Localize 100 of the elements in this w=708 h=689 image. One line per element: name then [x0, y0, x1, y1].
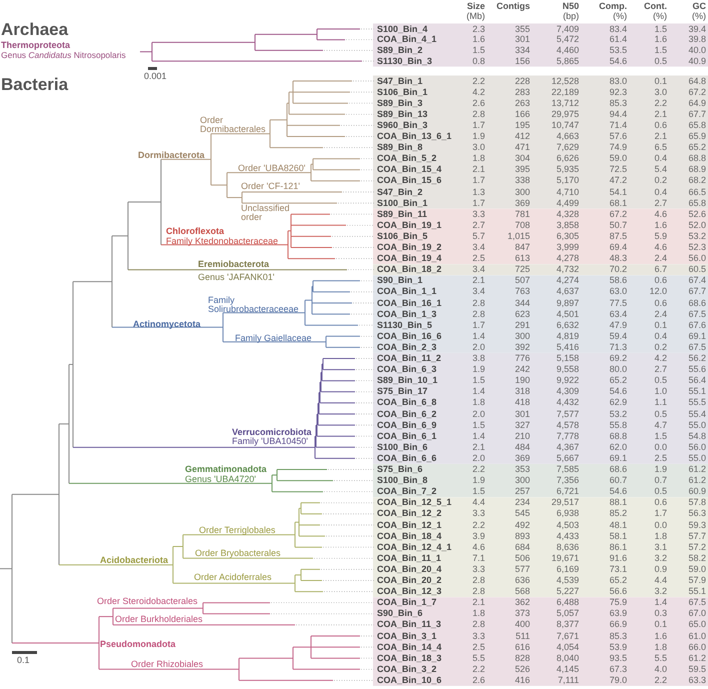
- table-value: 59.0: [687, 564, 706, 575]
- bin-name: COA_Bin_12_4_1: [377, 542, 452, 553]
- table-value: 48.3: [608, 253, 627, 264]
- taxon-label: Family Ktedonobacteraceae: [166, 237, 278, 246]
- table-value: 1.5: [653, 44, 667, 56]
- table-value: 3.3: [471, 564, 485, 575]
- table-value: 1.5: [471, 486, 485, 498]
- table-value: 0.8: [471, 56, 485, 67]
- table-value: 0.1: [653, 320, 667, 331]
- table-value: 2.8: [471, 298, 485, 308]
- table-value: 83.4: [608, 24, 627, 34]
- table-value: 5.4: [653, 164, 667, 176]
- table-value: 73.1: [608, 564, 627, 575]
- table-value: 355: [514, 24, 530, 34]
- table-value: 2.6: [471, 674, 485, 686]
- table-value: 67.3: [608, 664, 627, 675]
- clade-label: Actinomycetota: [133, 320, 201, 330]
- table-value: 55.8: [608, 420, 627, 431]
- table-value: 55.0: [687, 420, 706, 431]
- table-value: 5,057: [555, 608, 579, 620]
- table-value: 708: [514, 220, 530, 231]
- table-value: 10,747: [550, 120, 579, 131]
- taxon-label: Genus 'UBA4720': [185, 475, 256, 484]
- bin-name: COA_Bin_16_1: [377, 298, 442, 308]
- table-value: 67.2: [608, 208, 627, 220]
- table-value: 2.1: [471, 442, 485, 453]
- table-value: 67.5: [687, 342, 706, 353]
- table-value: 39.4: [687, 24, 706, 34]
- table-value: 1.9: [471, 364, 485, 376]
- table-value: 1.8: [471, 608, 485, 620]
- table-value: 2.1: [471, 164, 485, 176]
- table-value: 93.5: [608, 652, 627, 664]
- table-value: 50.7: [608, 220, 627, 231]
- table-value: 5.5: [471, 652, 485, 664]
- table-value: 4,433: [555, 530, 579, 542]
- table-value: 63.3: [687, 674, 706, 686]
- table-value: 0.2: [653, 175, 667, 186]
- table-value: 2.2: [471, 76, 485, 86]
- bin-name: COA_Bin_12_1: [377, 520, 442, 530]
- table-value: 62.0: [608, 442, 627, 453]
- table-value: 763: [514, 286, 530, 298]
- table-value: 65.8: [687, 120, 706, 131]
- table-value: 92.3: [608, 86, 627, 98]
- table-value: 338: [514, 175, 530, 186]
- bin-name: COA_Bin_5_2: [377, 153, 437, 164]
- scale-label: 0.1: [17, 656, 30, 666]
- table-value: 166: [514, 108, 530, 120]
- bin-name: COA_Bin_4_1: [377, 34, 437, 46]
- table-value: 2.5: [471, 253, 485, 264]
- table-value: 85.2: [608, 508, 627, 520]
- table-value: 4,054: [555, 642, 579, 653]
- table-value: 53.9: [608, 642, 627, 653]
- taxon-label: Order 'CF-121': [241, 182, 300, 192]
- table-value: 75.9: [608, 597, 627, 608]
- column-header: Size (Mb): [466, 1, 485, 22]
- table-value: 9,922: [555, 375, 579, 386]
- table-value: 2.7: [653, 198, 667, 209]
- bin-name: COA_Bin_18_4: [377, 530, 442, 542]
- bin-name: S90_Bin_1: [377, 275, 423, 286]
- table-value: 3.4: [471, 286, 485, 298]
- bin-name: COA_Bin_6_9: [377, 420, 437, 431]
- table-value: 506: [514, 552, 530, 564]
- bin-name: COA_Bin_3_1: [377, 630, 437, 642]
- table-value: 4.6: [653, 208, 667, 220]
- table-value: 210: [514, 430, 530, 442]
- table-value: 526: [514, 664, 530, 675]
- table-value: 52.3: [687, 242, 706, 253]
- taxon-label: Order Acidoferrales: [194, 573, 272, 582]
- table-value: 1.6: [653, 630, 667, 642]
- table-value: 3.1: [653, 542, 667, 553]
- bin-name: S75_Bin_17: [377, 386, 428, 398]
- table-value: 781: [514, 208, 530, 220]
- domain-heading: Bacteria: [1, 76, 68, 94]
- table-value: 6,626: [555, 153, 579, 164]
- table-value: 4,539: [555, 575, 579, 586]
- table-value: 395: [514, 164, 530, 176]
- table-value: 568: [514, 586, 530, 598]
- bin-name: COA_Bin_1_3: [377, 308, 437, 320]
- bin-name: S89_Bin_2: [377, 44, 423, 56]
- taxon-label: Order Burkholderiales: [115, 615, 203, 624]
- table-value: 4,309: [555, 386, 579, 398]
- table-value: 1.5: [653, 24, 667, 34]
- table-value: 8,377: [555, 619, 579, 630]
- table-value: 4,499: [555, 198, 579, 209]
- table-value: 57.8: [687, 497, 706, 508]
- table-value: 40.9: [687, 56, 706, 67]
- table-value: 71.4: [608, 120, 627, 131]
- bin-name: COA_Bin_7_2: [377, 486, 437, 498]
- bin-name: S47_Bin_2: [377, 186, 423, 198]
- table-value: 0.6: [653, 298, 667, 308]
- table-value: 5.9: [653, 230, 667, 242]
- table-value: 2.5: [471, 642, 485, 653]
- table-value: 1.8: [471, 153, 485, 164]
- table-value: 1.5: [471, 420, 485, 431]
- table-value: 2.0: [471, 408, 485, 420]
- table-value: 83.0: [608, 76, 627, 86]
- table-value: 2.7: [653, 364, 667, 376]
- table-value: 1.3: [471, 186, 485, 198]
- table-value: 471: [514, 142, 530, 154]
- bin-name: S100_Bin_6: [377, 442, 428, 453]
